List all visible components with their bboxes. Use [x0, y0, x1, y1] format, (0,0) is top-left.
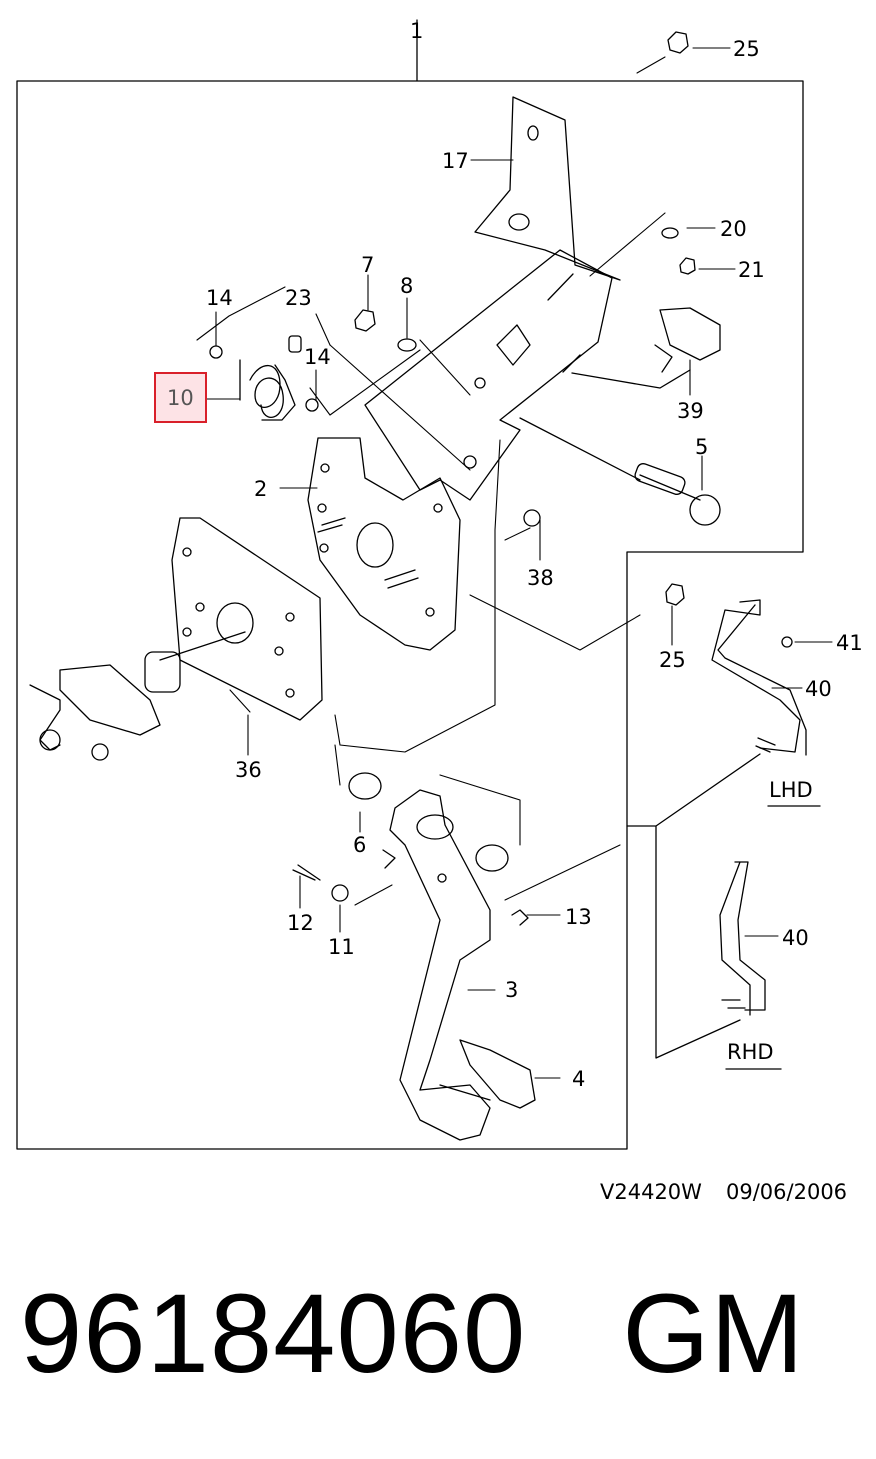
bushing-6: [348, 772, 382, 800]
label-1: 1: [410, 19, 423, 43]
brand-name: GM: [622, 1271, 805, 1396]
switch-39: [659, 307, 721, 361]
label-20: 20: [720, 217, 747, 241]
spring-10: [239, 359, 296, 421]
label-14-right: 14: [304, 345, 331, 369]
label-8: 8: [400, 274, 413, 298]
variant-bracket: [626, 753, 761, 1059]
bracket-17: [474, 96, 621, 281]
label-40-rhd: 40: [782, 926, 809, 950]
label-4: 4: [572, 1067, 585, 1091]
label-3: 3: [505, 978, 518, 1002]
label-rhd: RHD: [727, 1040, 774, 1064]
part-labels: 1 25 17 20 21 7 8 14 23 14 10 39 5 2 38 …: [167, 19, 863, 1091]
label-23: 23: [285, 286, 312, 310]
label-38: 38: [527, 566, 554, 590]
label-17: 17: [442, 149, 469, 173]
label-21: 21: [738, 258, 765, 282]
bolt-5: [519, 417, 701, 501]
master-cylinder: [59, 631, 246, 736]
label-25-mid: 25: [659, 648, 686, 672]
plate-2: [307, 437, 461, 651]
pedal-pad-4: [459, 1039, 536, 1109]
label-40-lhd: 40: [805, 677, 832, 701]
label-10: 10: [167, 386, 194, 410]
plate-36: [171, 517, 323, 721]
label-12: 12: [287, 911, 314, 935]
label-36: 36: [235, 758, 262, 782]
label-2: 2: [254, 477, 267, 501]
label-41: 41: [836, 631, 863, 655]
label-7: 7: [361, 253, 374, 277]
label-25-top: 25: [733, 37, 760, 61]
reference-code: V24420W: [600, 1180, 702, 1204]
label-5: 5: [695, 435, 708, 459]
label-14-left: 14: [206, 286, 233, 310]
part-number: 96184060: [20, 1271, 527, 1396]
label-6: 6: [353, 833, 366, 857]
label-39: 39: [677, 399, 704, 423]
label-13: 13: [565, 905, 592, 929]
highlight-box: [154, 372, 207, 423]
bracket-40-rhd: [719, 861, 766, 1016]
reference-date: 09/06/2006: [726, 1180, 847, 1204]
bracket-40-lhd: [711, 599, 807, 756]
label-lhd: LHD: [769, 778, 813, 802]
pedal-3: [389, 789, 491, 1141]
assembly-frame: [16, 19, 804, 1150]
upper-mount: [364, 249, 613, 501]
label-11: 11: [328, 935, 355, 959]
